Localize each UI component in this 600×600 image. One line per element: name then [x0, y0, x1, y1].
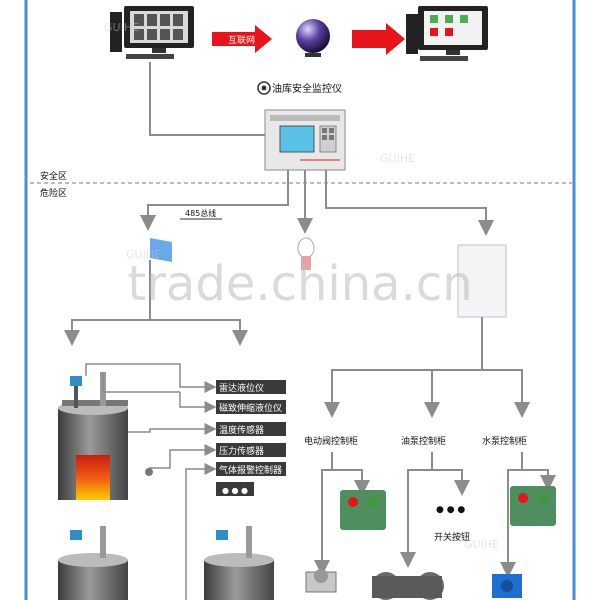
switch-dots: ● ● ● [436, 505, 465, 515]
sensor-pressure: 压力传感器 [219, 445, 264, 457]
temp-probe-icon [145, 468, 153, 476]
fire-icon [76, 455, 110, 500]
globe-icon [296, 19, 330, 53]
bus-label: 485总线 [185, 208, 216, 218]
controller-pump: 油泵控制柜 [401, 435, 446, 447]
watermark-site: trade.china.cn [127, 256, 472, 312]
explosion-box-1 [340, 490, 386, 530]
sensor-gas: 气体报警控制器 [219, 464, 282, 476]
watermark-brand-3: GUIHE [380, 152, 415, 165]
sensor-magnetostrictive: 磁致伸缩液位仪 [219, 402, 282, 414]
internet-arrow [212, 25, 272, 53]
monitor-title: 油库安全监控仪 [272, 82, 342, 95]
controller-waterpump: 水泵控制柜 [482, 435, 527, 447]
watermarks: GUIHE GUIHE GUIHE GUIHE [104, 21, 499, 551]
bus-converter [150, 238, 172, 262]
watermark-brand-2: GUIHE [126, 248, 161, 261]
computer-right [406, 6, 488, 61]
controller-branch [324, 317, 530, 418]
danger-zone-label: 危险区 [40, 187, 67, 199]
switch-label: 开关按钮 [434, 531, 470, 543]
controller-valve: 电动阀控制柜 [304, 435, 358, 447]
computer-left [110, 6, 194, 59]
bus-lines [140, 170, 494, 236]
water-pump-icon [492, 574, 522, 598]
sensor-list: 雷达液位仪 磁致伸缩液位仪 温度传感器 压力传感器 气体报警控制器 ● ● ● [216, 380, 286, 496]
controller-down [314, 452, 556, 578]
upload-arrow [352, 23, 405, 55]
pump-icon [372, 572, 444, 600]
control-box [457, 244, 507, 318]
gas-detector [297, 237, 315, 259]
explosion-box-2 [510, 486, 556, 526]
frame-border [24, 0, 576, 600]
sensor-radar: 雷达液位仪 [219, 382, 264, 394]
tank-branch [64, 260, 248, 346]
internet-label: 互联网 [228, 35, 255, 46]
watermark-brand-4: GUIHE [464, 538, 499, 551]
level-gauge-icon [70, 376, 82, 386]
monitor-device [264, 109, 346, 171]
sensor-more: ● ● ● [222, 486, 248, 495]
sensor-connectors [85, 363, 217, 600]
logo-icon [257, 81, 271, 95]
sensor-temperature: 温度传感器 [219, 424, 264, 436]
safe-zone-label: 安全区 [40, 170, 67, 182]
connector-computer [149, 62, 265, 136]
tank-1 [58, 372, 153, 500]
tank-2 [58, 526, 128, 600]
watermark-brand-1: GUIHE [104, 21, 139, 34]
valve-icon [305, 569, 337, 593]
tank-3 [204, 526, 274, 600]
